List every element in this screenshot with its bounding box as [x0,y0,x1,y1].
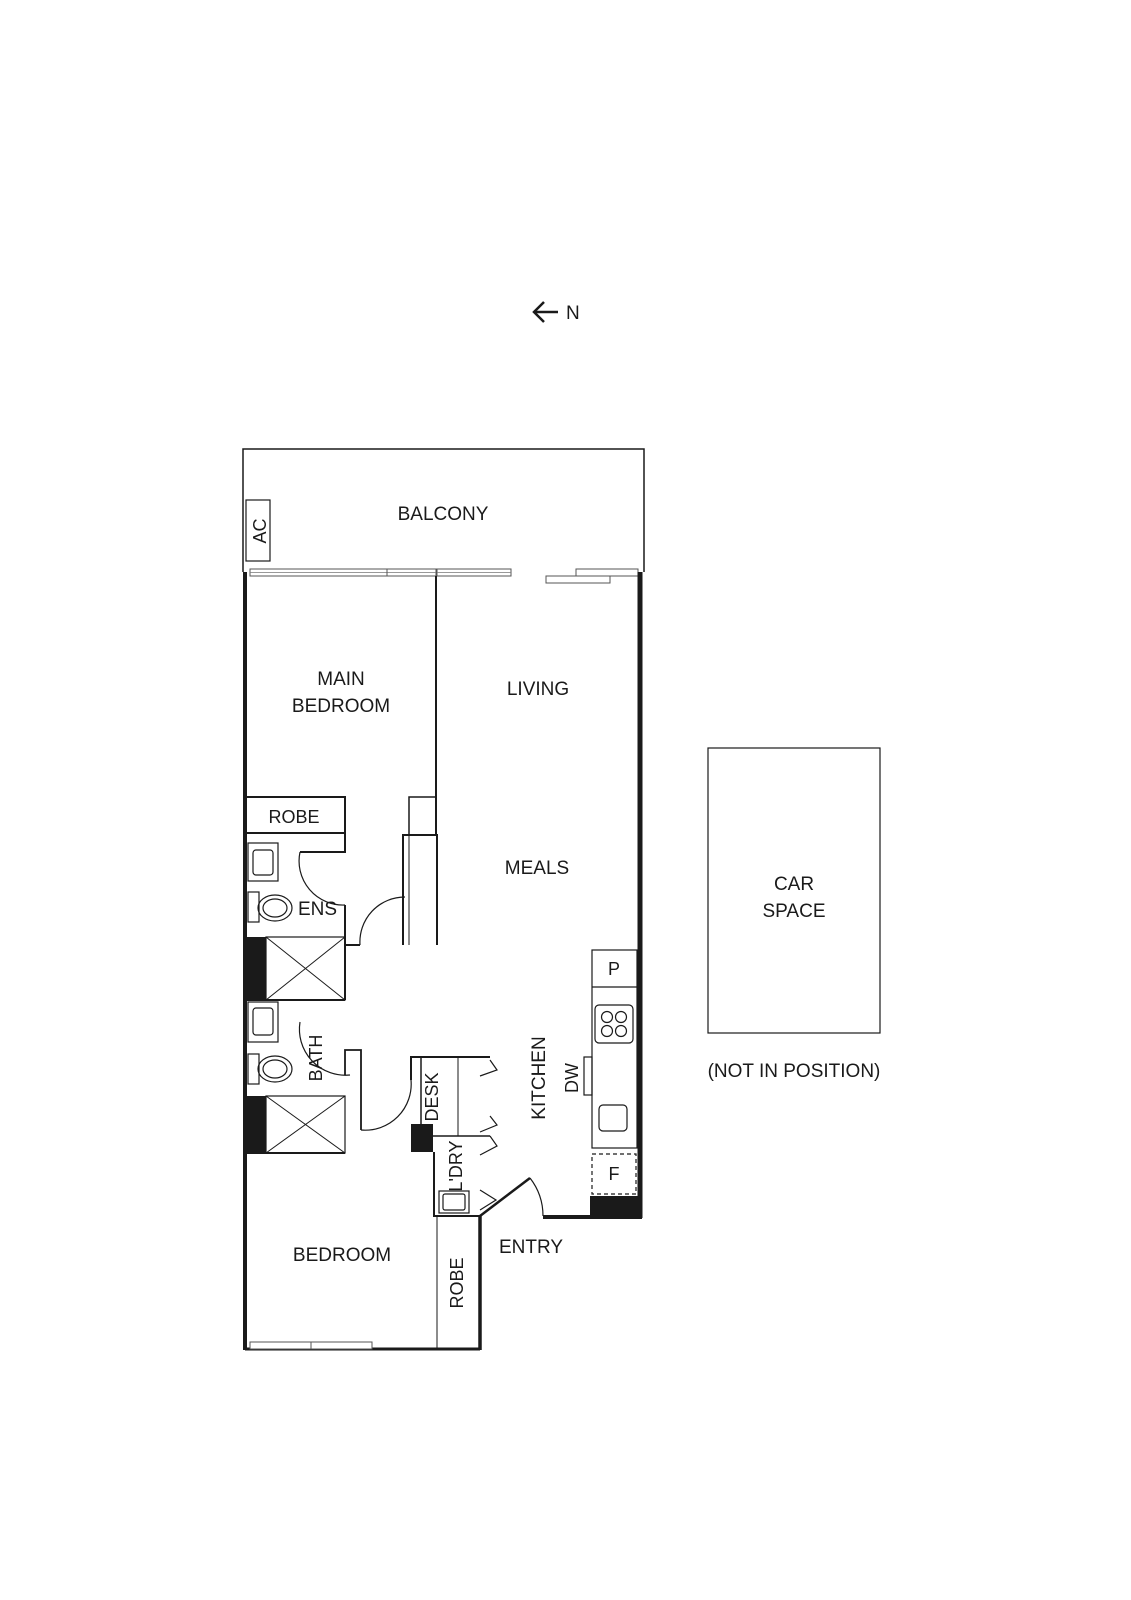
balcony-windows [249,568,639,584]
entry-door: ENTRY [479,1177,563,1258]
wall-stub [402,796,438,945]
arrow-left-icon [532,301,558,323]
car-space-note: (NOT IN POSITION) [708,1061,881,1082]
north-label: N [566,303,580,324]
ensuite-label: ENS [298,899,337,920]
cooktop-icon [594,1004,634,1044]
bath-label: BATH [306,1035,326,1082]
desk-label: DESK [422,1072,442,1121]
compass: N [532,301,580,324]
desk-laundry: DESK L'DRY [410,1056,498,1217]
exterior-walls [243,572,643,1351]
robe-main-label: ROBE [268,807,319,827]
kitchen-label: KITCHEN [529,1036,550,1119]
dishwasher-label: DW [562,1063,582,1093]
fridge-space [591,1153,637,1195]
meals-label: MEALS [505,858,569,879]
car-space-label-2: SPACE [762,901,825,922]
balcony-label: BALCONY [398,504,489,525]
car-space: CAR SPACE (NOT IN POSITION) [707,747,881,1082]
robe-bedroom-label: ROBE [447,1257,467,1308]
living-label: LIVING [507,679,569,700]
bathroom: BATH [245,999,412,1154]
fridge-label: F [609,1164,620,1184]
pantry-label: P [608,959,620,979]
ac-label: AC [250,518,270,543]
ac-unit [245,499,271,562]
bedroom-label: BEDROOM [293,1245,391,1266]
balcony: AC BALCONY [242,448,645,572]
main-robe: ROBE [246,796,346,853]
main-bedroom-label-1: MAIN [317,669,365,690]
main-bedroom-label-2: BEDROOM [292,696,390,717]
entry-label: ENTRY [499,1237,563,1258]
ensuite: ENS [245,842,406,1001]
car-space-label-1: CAR [774,874,814,895]
sink-icon [598,1104,628,1132]
bedroom: BEDROOM ROBE [293,1216,467,1349]
kitchen: KITCHEN DW P F [529,949,638,1195]
laundry-label: L'DRY [446,1140,466,1191]
